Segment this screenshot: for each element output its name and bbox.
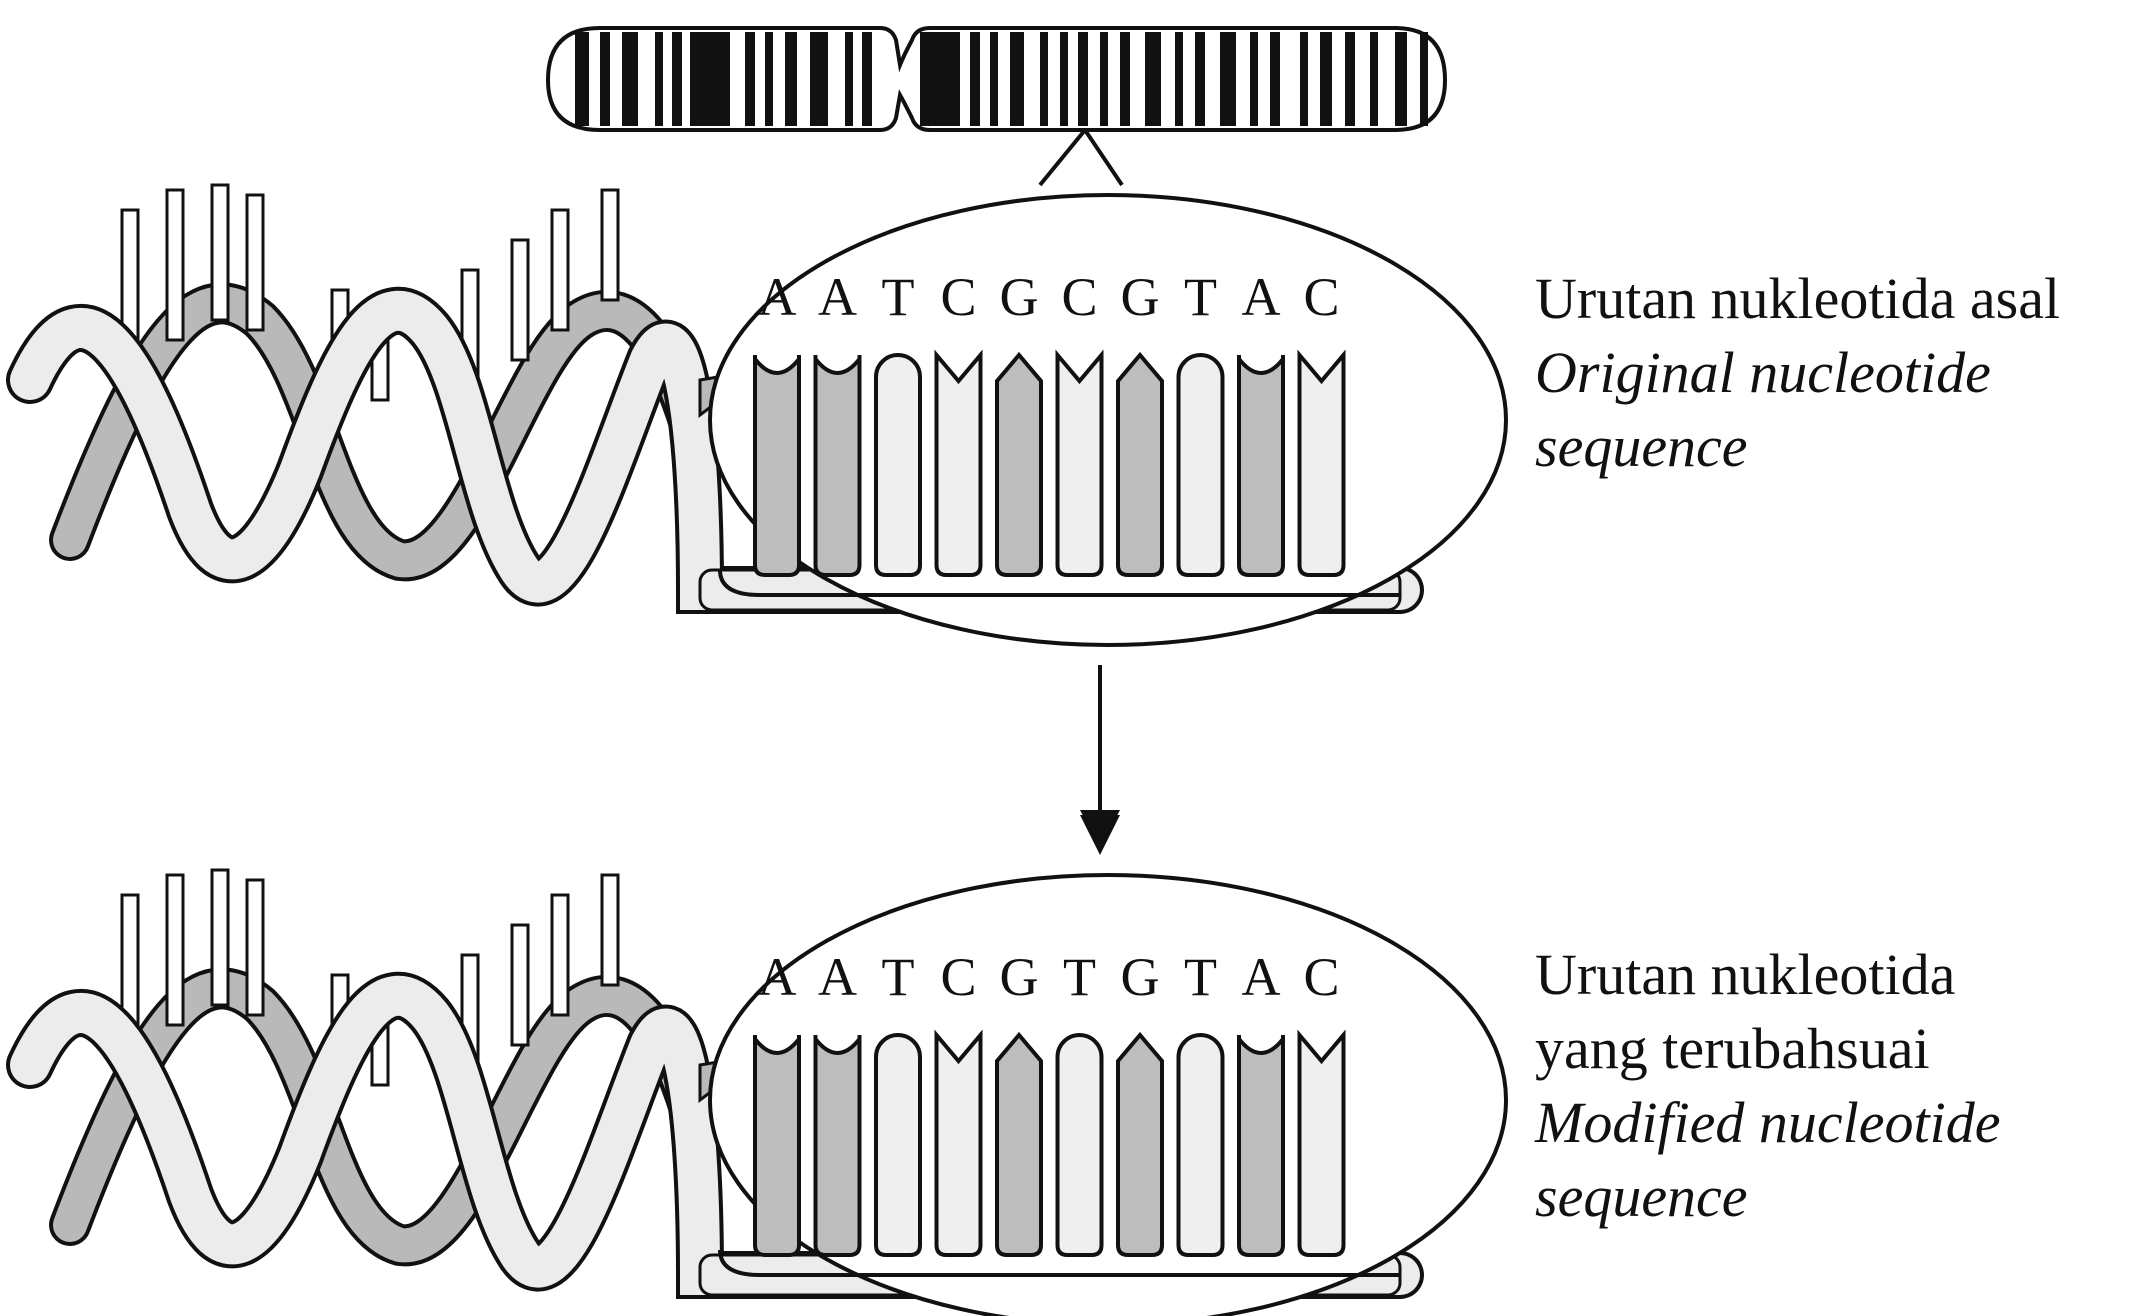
chromosome-band: [672, 32, 682, 126]
caption-modified: Urutan nukleotida yang terubahsuai Modif…: [1535, 938, 2000, 1234]
modified-nucleotide-label: G: [1121, 947, 1160, 1007]
chromosome-band: [690, 32, 730, 126]
chromosome-band: [1320, 32, 1332, 126]
chromosome-band: [1420, 32, 1428, 126]
original-nucleotide-label: C: [940, 267, 976, 327]
caption-original-english-1: Original nucleotide: [1535, 336, 2060, 410]
modified-nucleotide-label: G: [1000, 947, 1039, 1007]
chromosome-band: [920, 32, 960, 126]
original-nucleotide-base: [997, 355, 1041, 575]
helix-base-pair: [212, 870, 228, 1005]
modified-nucleotide-base: [1118, 1035, 1162, 1255]
chromosome-band: [1100, 32, 1108, 126]
chromosome-band: [810, 32, 828, 126]
original-nucleotide-label: T: [1184, 267, 1217, 327]
helix-base-pair: [167, 190, 183, 340]
chromosome-band: [1175, 32, 1183, 126]
original-nucleotide-label: A: [758, 267, 797, 327]
chromosome-band: [862, 32, 872, 126]
modified-nucleotide-base: [1300, 1035, 1344, 1255]
caption-modified-malay-1: Urutan nukleotida: [1535, 938, 2000, 1012]
original-nucleotide-base: [816, 355, 860, 575]
modified-nucleotide-base: [997, 1035, 1041, 1255]
chromosome-band: [1120, 32, 1130, 126]
chromosome-band: [1300, 32, 1308, 126]
original-nucleotide-label: C: [1061, 267, 1097, 327]
modified-nucleotide-base: [937, 1035, 981, 1255]
modified-nucleotide-base: [876, 1035, 920, 1255]
helix-base-pair: [512, 925, 528, 1045]
modified-nucleotide-base: [816, 1035, 860, 1255]
helix-base-pair: [602, 875, 618, 985]
modified-nucleotide-label: C: [1303, 947, 1339, 1007]
chromosome-band: [655, 32, 663, 126]
chromosome-band: [1345, 32, 1355, 126]
helix-base-pair: [247, 880, 263, 1015]
chromosome-band: [1145, 32, 1161, 126]
original-nucleotide-base: [1239, 355, 1283, 575]
original-nucleotide-label: A: [818, 267, 857, 327]
original-nucleotide-base: [876, 355, 920, 575]
chromosome: [548, 28, 1445, 185]
modified-nucleotide-base: [1239, 1035, 1283, 1255]
helix-base-pair: [167, 875, 183, 1025]
chromosome-band: [1060, 32, 1068, 126]
modified-nucleotide-label: A: [1242, 947, 1281, 1007]
original-nucleotide-label: C: [1303, 267, 1339, 327]
chromosome-band: [970, 32, 980, 126]
helix-base-pair: [512, 240, 528, 360]
original-nucleotide-base: [937, 355, 981, 575]
original-nucleotide-base: [1300, 355, 1344, 575]
helix-base-pair: [212, 185, 228, 320]
modified-nucleotide-label: A: [758, 947, 797, 1007]
chromosome-band: [845, 32, 853, 126]
modified-nucleotide-base: [1058, 1035, 1102, 1255]
caption-modified-english-1: Modified nucleotide: [1535, 1086, 2000, 1160]
original-nucleotide-label: T: [882, 267, 915, 327]
modified-nucleotide-base: [755, 1035, 799, 1255]
modified-nucleotide-label: T: [1184, 947, 1217, 1007]
chromosome-band: [990, 32, 998, 126]
modified-nucleotide-base: [1179, 1035, 1223, 1255]
chromosome-band: [1370, 32, 1378, 126]
chromosome-callout-line: [1040, 130, 1122, 185]
chromosome-band: [1040, 32, 1048, 126]
chromosome-band: [575, 32, 589, 126]
chromosome-band: [600, 32, 610, 126]
caption-original: Urutan nukleotida asal Original nucleoti…: [1535, 262, 2060, 484]
chromosome-band: [1010, 32, 1024, 126]
helix-base-pair: [552, 210, 568, 330]
chromosome-band: [1195, 32, 1205, 126]
chromosome-band: [1078, 32, 1088, 126]
original-nucleotide-base: [755, 355, 799, 575]
chromosome-band: [785, 32, 797, 126]
chromosome-band: [765, 32, 773, 126]
original-nucleotide-label: A: [1242, 267, 1281, 327]
original-nucleotide-base: [1179, 355, 1223, 575]
caption-modified-malay-2: yang terubahsuai: [1535, 1012, 2000, 1086]
caption-modified-english-2: sequence: [1535, 1160, 2000, 1234]
chromosome-band: [1270, 32, 1280, 126]
original-nucleotide-base: [1118, 355, 1162, 575]
helix-base-pair: [247, 195, 263, 330]
chromosome-band: [745, 32, 755, 126]
modified-nucleotide-label: A: [818, 947, 857, 1007]
helix-base-pair: [552, 895, 568, 1015]
modified-nucleotide-label: T: [1063, 947, 1096, 1007]
caption-original-english-2: sequence: [1535, 410, 2060, 484]
original-nucleotide-base: [1058, 355, 1102, 575]
helix-base-pair: [602, 190, 618, 300]
arrow-head: [1080, 810, 1120, 848]
caption-original-malay: Urutan nukleotida asal: [1535, 262, 2060, 336]
chromosome-band: [1250, 32, 1258, 126]
modified-nucleotide-label: C: [940, 947, 976, 1007]
chromosome-band: [1220, 32, 1236, 126]
original-nucleotide-label: G: [1000, 267, 1039, 327]
original-nucleotide-label: G: [1121, 267, 1160, 327]
chromosome-band: [622, 32, 638, 126]
modified-nucleotide-label: T: [882, 947, 915, 1007]
chromosome-band: [1395, 32, 1407, 126]
